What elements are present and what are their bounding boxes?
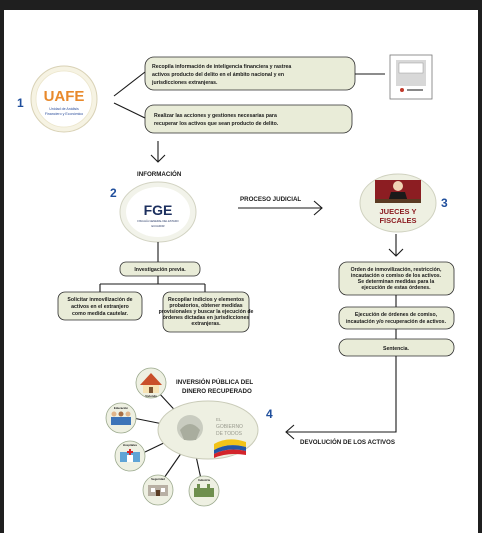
box-indicios-line1: Recopilar indicios y elementos [168,297,244,303]
box-orden-line2: incautación o comiso de los activos. [351,273,442,279]
box-ejecucion-comiso [338,306,455,330]
label-devolucion: DEVOLUCIÓN DE LOS ACTIVOS [300,438,395,446]
arrow-down-informacion [150,141,166,163]
fge-logo: FGE FISCALÍA GENERAL DEL ESTADO ECUADOR [119,181,197,243]
uafe-logo-sub1: Unidad de Análisis [49,107,79,111]
educacion-label: Educación [114,406,128,410]
fge-logo-sub2: ECUADOR [152,224,165,228]
educacion-icon: Educación [105,402,137,434]
box-inmovilizacion-line2: activos en el extranjero [71,304,129,310]
box-inmovilizacion-line3: como medida cautelar. [72,311,128,317]
connector-uafe-box2 [113,102,146,119]
seguridad-label: Seguridad [151,477,165,481]
box-indicios [162,291,250,333]
jueces-fiscales-badge: JUECES Y FISCALES [359,173,437,233]
box-inmovilizacion [57,291,143,321]
box-indicios-line2: probatorios, obtener medidas [169,303,242,309]
label-inversion-line1: INVERSIÓN PÚBLICA DEL [176,378,253,386]
box-indicios-line3: provisionales y buscar la ejecución de [159,309,254,315]
uafe-logo-text: UAFE [44,88,85,105]
box-ejecucion-line1: Ejecución de órdenes de comiso, [355,312,438,318]
vivienda-label: Vivienda [145,394,157,398]
label-inversion-line2: DINERO RECUPERADO [182,388,252,395]
box-orden-line4: ejecución de estas órdenes. [361,285,431,291]
industria-icon: Industria [188,475,220,507]
label-informacion: INFORMACIÓN [137,170,182,178]
document-icon [389,54,433,100]
box-ejecucion-line2: incautación y/o recuperación de activos. [346,319,447,325]
box-investigacion-previa [119,261,201,277]
box-investigacion-previa-text: Investigación previa. [134,267,186,273]
fge-logo-text: FGE [144,202,173,218]
step-number-1: 1 [17,96,24,110]
label-proceso-judicial: PROCESO JUDICIAL [240,196,301,203]
uafe-box-intel-line2: activos producto del delito en el ámbito… [152,72,284,78]
uafe-box-recover-line1: Realizar las acciones y gestiones necesa… [154,113,277,119]
connector-investigacion-split [99,276,206,292]
uafe-box-recover-line2: recuperar los activos que sean producto … [154,121,279,127]
box-orden-line3: Se determinan medidas para la [358,279,435,285]
jueces-label-line2: FISCALES [379,216,416,225]
uafe-logo-sub2: Financiero y Económico [45,112,83,116]
box-indicios-line5: extranjeras. [191,321,221,327]
vivienda-icon: Vivienda [135,367,167,399]
box-indicios-line4: órdenes dictadas en jurisdicciones [163,315,250,321]
arrow-devolucion [285,356,397,440]
jueces-label-line1: JUECES Y [380,207,417,216]
uafe-logo: UAFE Unidad de Análisis Financiero y Eco… [30,65,98,133]
gobierno-line2: GOBIERNO [216,424,243,430]
uafe-box-intel-line3: jurisdicciones extranjeras. [151,80,218,86]
gobierno-line1: EL [216,417,222,422]
industria-label: Industria [198,478,210,482]
step-number-2: 2 [110,186,117,200]
hospitales-label: Hospitales [123,443,138,447]
hospitales-icon: Hospitales [114,440,146,472]
uafe-box-recover [144,104,353,134]
arrow-proceso-judicial [238,200,323,216]
uafe-box-intel-line1: Recopila información de inteligencia fin… [152,64,291,70]
seguridad-icon: Seguridad [142,474,174,506]
box-sentencia-text: Sentencia. [383,346,410,352]
arrow-jueces-orden [388,234,404,257]
gobierno-line3: DE TODOS [216,431,243,437]
step-number-3: 3 [441,196,448,210]
gobierno-ecuador-oval: EL GOBIERNO DE TODOS [157,400,259,460]
connector-uafe-box1 [113,71,146,97]
box-orden-line1: Orden de inmovilización, restricción, [351,267,442,273]
box-inmovilizacion-line1: Solicitar inmovilización de [67,297,132,303]
step-number-4: 4 [266,407,273,421]
fge-logo-sub1: FISCALÍA GENERAL DEL ESTADO [137,219,178,223]
